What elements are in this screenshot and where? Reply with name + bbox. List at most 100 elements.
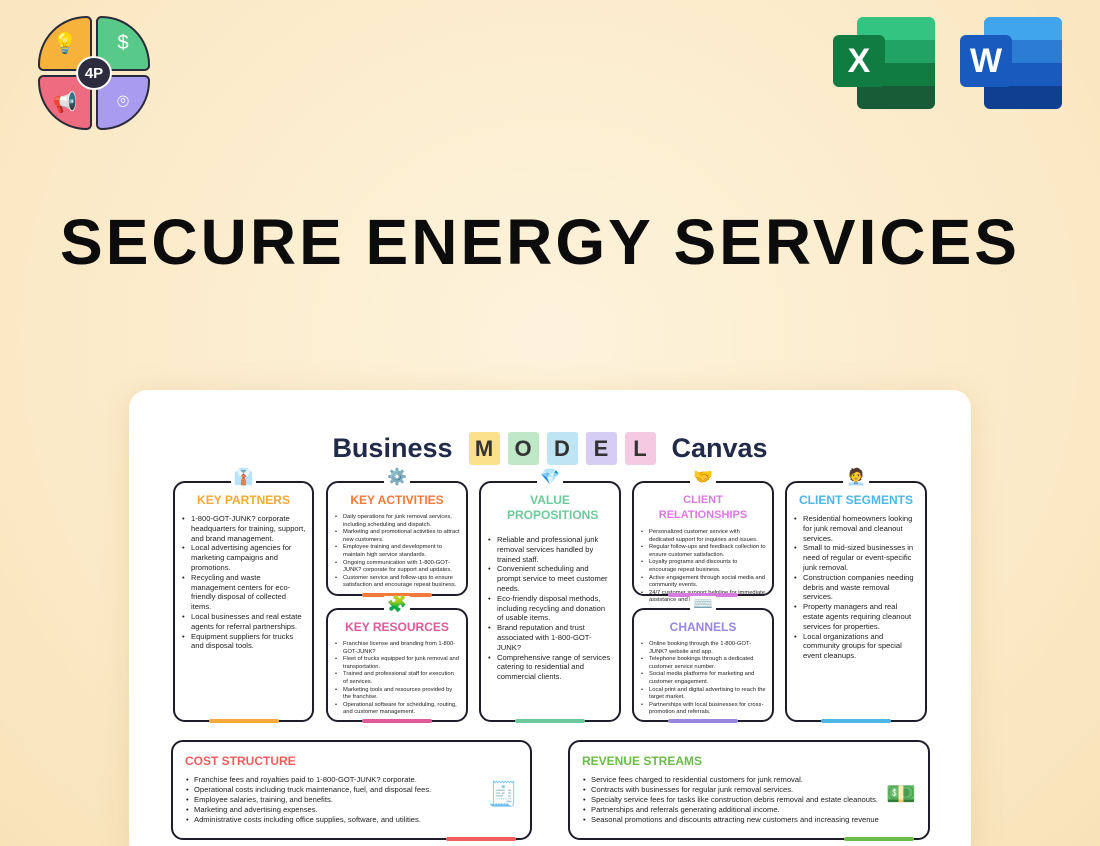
list-item: Comprehensive range of services catering…: [487, 653, 613, 682]
section-list: Daily operations for junk removal servic…: [334, 514, 460, 590]
section-title: KEY PARTNERS: [197, 493, 290, 507]
list-item: Franchise license and branding from 1-80…: [334, 641, 460, 656]
section-title: KEY RESOURCES: [345, 620, 449, 634]
list-item: Marketing and advertising expenses.: [185, 805, 524, 815]
list-item: 24/7 customer support helpline for immed…: [640, 590, 766, 605]
list-item: Regular follow-ups and feedback collecti…: [640, 544, 766, 559]
list-item: Seasonal promotions and discounts attrac…: [582, 815, 922, 825]
list-item: Small to mid-sized businesses in need of…: [793, 543, 919, 572]
list-item: Administrative costs including office su…: [185, 815, 524, 825]
list-item: Franchise fees and royalties paid to 1-8…: [185, 775, 524, 785]
client-segments-box: 🧑‍💼 CLIENT SEGMENTS Residential homeowne…: [785, 469, 927, 723]
section-title: KEY ACTIVITIES: [350, 493, 444, 507]
heading-tile: E: [585, 432, 617, 465]
list-item: Reliable and professional junk removal s…: [487, 535, 613, 564]
section-title: CLIENT SEGMENTS: [798, 493, 913, 507]
person-icon: 🧑‍💼: [843, 469, 869, 487]
accent-bar: [208, 719, 279, 723]
list-item: Ongoing communication with 1-800-GOT-JUN…: [334, 560, 460, 575]
section-list: Reliable and professional junk removal s…: [487, 535, 613, 682]
list-item: Construction companies needing debris an…: [793, 573, 919, 602]
section-list: 1-800-GOT-JUNK? corporate headquarters f…: [181, 514, 306, 651]
heading-tile: D: [546, 432, 578, 465]
handshake-icon: 👔: [230, 469, 257, 487]
receipt-icon: 🧾: [488, 781, 518, 808]
value-propositions-box: 💎 VALUE PROPOSITIONS Reliable and profes…: [479, 469, 621, 723]
list-item: Local advertising agencies for marketing…: [181, 543, 306, 572]
list-item: Local print and digital advertising to r…: [640, 687, 766, 702]
heading-tile: L: [624, 432, 656, 465]
key-resources-box: 🧩 KEY RESOURCES Franchise license and br…: [326, 596, 468, 723]
list-item: Employee training and development to mai…: [334, 544, 460, 559]
list-item: Loyalty programs and discounts to encour…: [640, 559, 766, 574]
heading-word-business: Business: [332, 433, 453, 463]
section-title: CHANNELS: [669, 620, 737, 634]
accent-bar: [668, 593, 738, 597]
puzzle-icon: 🧩: [384, 596, 410, 614]
accent-bar: [821, 719, 891, 723]
list-item: Partnerships with local businesses for c…: [640, 702, 766, 717]
list-item: Marketing and promotional activities to …: [334, 529, 460, 544]
heading-word-canvas: Canvas: [671, 433, 768, 463]
gear-icon: ⚙️: [384, 469, 410, 487]
list-item: Local businesses and real estate agents …: [181, 612, 306, 632]
list-item: Residential homeowners looking for junk …: [793, 514, 919, 543]
list-item: Customer service and follow-ups to ensur…: [334, 575, 460, 590]
list-item: Daily operations for junk removal servic…: [334, 514, 460, 529]
key-activities-box: ⚙️ KEY ACTIVITIES Daily operations for j…: [326, 469, 468, 597]
cost-structure-box: COST STRUCTURE Franchise fees and royalt…: [171, 740, 532, 841]
section-list: Residential homeowners looking for junk …: [793, 514, 919, 661]
list-item: Recycling and waste management centers f…: [181, 573, 306, 612]
list-item: Telephone bookings through a dedicated c…: [640, 656, 766, 671]
4p-logo: 💡 $ 📢 ⌾ 4P: [38, 16, 150, 130]
section-list: Franchise license and branding from 1-80…: [334, 641, 460, 717]
section-title: REVENUE STREAMS: [582, 754, 703, 768]
keyboard-icon: ⌨️: [690, 596, 716, 614]
lightbulb-icon: 💡: [38, 16, 92, 71]
list-item: Equipment suppliers for trucks and dispo…: [181, 632, 306, 652]
section-title: VALUE PROPOSITIONS: [507, 493, 599, 522]
list-item: Operational costs including truck mainte…: [185, 785, 524, 795]
word-icon: W: [960, 17, 1062, 109]
list-item: Brand reputation and trust associated wi…: [487, 623, 613, 652]
section-title: CLIENT RELATIONSHIPS: [658, 494, 748, 521]
money-icon: 💵: [886, 781, 916, 808]
section-list: Personalized customer service with dedic…: [640, 529, 766, 605]
business-model-canvas-card: Business M O D E L Canvas 👔 KEY PARTNERS…: [129, 390, 971, 846]
list-item: Partnerships and referrals generating ad…: [582, 805, 922, 815]
list-item: Active engagement through social media a…: [640, 575, 766, 590]
list-item: Employee salaries, training, and benefit…: [185, 795, 524, 805]
excel-letter: X: [833, 35, 885, 87]
heading-tile: O: [507, 432, 539, 465]
list-item: Operational software for scheduling, rou…: [334, 702, 460, 717]
logo-text: 4P: [76, 56, 112, 90]
list-item: Marketing tools and resources provided b…: [334, 687, 460, 702]
accent-bar: [362, 593, 432, 597]
section-list: Service fees charged to residential cust…: [582, 775, 922, 825]
key-partners-box: 👔 KEY PARTNERS 1-800-GOT-JUNK? corporate…: [173, 469, 314, 723]
section-title: COST STRUCTURE: [185, 754, 296, 768]
revenue-streams-box: REVENUE STREAMS Service fees charged to …: [568, 740, 930, 841]
heading-tile: M: [468, 432, 500, 465]
client-relationships-box: 🤝 CLIENT RELATIONSHIPS Personalized cust…: [632, 469, 774, 603]
section-list: Franchise fees and royalties paid to 1-8…: [185, 775, 524, 825]
list-item: Personalized customer service with dedic…: [640, 529, 766, 544]
list-item: Eco-friendly disposal methods, including…: [487, 594, 613, 623]
list-item: Fleet of trucks equipped for junk remova…: [334, 656, 460, 671]
accent-bar: [668, 719, 738, 723]
list-item: Property managers and real estate agents…: [793, 602, 919, 631]
diamond-icon: 💎: [537, 469, 563, 487]
accent-bar: [362, 719, 432, 723]
accent-bar: [515, 719, 585, 723]
list-item: Social media platforms for marketing and…: [640, 671, 766, 686]
channels-box: ⌨️ CHANNELS Online booking through the 1…: [632, 596, 774, 723]
handshake-icon: 🤝: [690, 469, 716, 487]
word-letter: W: [960, 35, 1012, 87]
list-item: Local organizations and community groups…: [793, 632, 919, 661]
list-item: Service fees charged to residential cust…: [582, 775, 922, 785]
list-item: Online booking through the 1-800-GOT-JUN…: [640, 641, 766, 656]
excel-icon: X: [833, 17, 935, 109]
list-item: Specialty service fees for tasks like co…: [582, 795, 922, 805]
list-item: 1-800-GOT-JUNK? corporate headquarters f…: [181, 514, 306, 543]
list-item: Trained and professional staff for execu…: [334, 671, 460, 686]
